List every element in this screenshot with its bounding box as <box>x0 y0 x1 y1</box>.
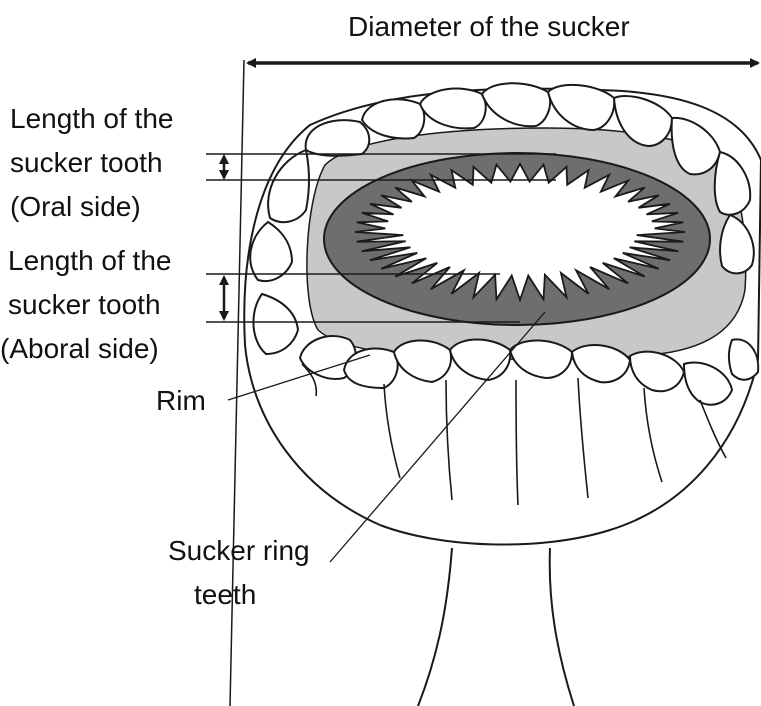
rim-label: Rim <box>156 385 206 416</box>
aboral-label-line3: (Aboral side) <box>0 333 159 364</box>
sucker-stalk <box>418 548 574 706</box>
oral-label-line3: (Oral side) <box>10 191 141 222</box>
ring-teeth-label-line1: Sucker ring <box>168 535 310 566</box>
aboral-label-line1: Length of the <box>8 245 171 276</box>
aboral-label-line2: sucker tooth <box>8 289 161 320</box>
ring-teeth-label-line2: teeth <box>194 579 256 610</box>
diameter-label: Diameter of the sucker <box>348 11 630 42</box>
oral-label-line1: Length of the <box>10 103 173 134</box>
oral-label-line2: sucker tooth <box>10 147 163 178</box>
